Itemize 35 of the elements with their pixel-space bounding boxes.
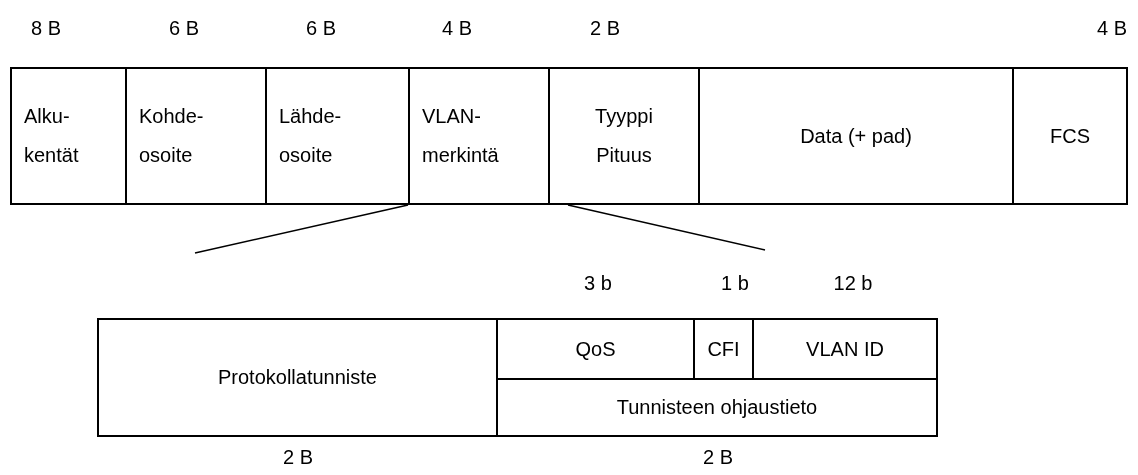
field-label: Tunnisteen ohjaustieto — [616, 395, 818, 420]
field-cell — [265, 67, 410, 205]
field-cell — [1012, 67, 1128, 205]
field-cell — [496, 378, 938, 437]
field-label: Lähde- osoite — [279, 104, 343, 168]
field-cell — [698, 67, 1014, 205]
field-label: QoS — [575, 336, 616, 362]
size-label: 4 B — [1097, 16, 1127, 40]
field-label: Tyyppi Pituus — [594, 104, 654, 168]
size-label: 6 B — [169, 16, 199, 40]
field-cell — [752, 318, 938, 380]
field-cell — [408, 67, 550, 205]
field-cell — [548, 67, 700, 205]
field-cell — [97, 318, 498, 437]
field-label: CFI — [707, 336, 740, 362]
expansion-line — [567, 204, 766, 251]
field-label: Protokollatunniste — [218, 365, 377, 390]
size-label: 6 B — [306, 16, 336, 40]
size-label: 2 B — [703, 445, 733, 469]
field-label: VLAN- merkintä — [422, 104, 500, 168]
size-label: 2 B — [283, 445, 313, 469]
expansion-line — [194, 204, 409, 254]
field-label: Kohde- osoite — [139, 104, 205, 168]
field-label: FCS — [1050, 123, 1090, 149]
field-label: Alku- kentät — [24, 104, 80, 168]
field-label: VLAN ID — [806, 336, 884, 362]
field-label: Data (+ pad) — [800, 123, 912, 149]
size-label: 12 b — [833, 271, 873, 295]
size-label: 3 b — [584, 271, 612, 295]
size-label: 1 b — [721, 271, 749, 295]
size-label: 2 B — [590, 16, 620, 40]
field-cell — [10, 67, 127, 205]
size-label: 4 B — [442, 16, 472, 40]
size-label: 8 B — [31, 16, 61, 40]
field-cell — [125, 67, 267, 205]
